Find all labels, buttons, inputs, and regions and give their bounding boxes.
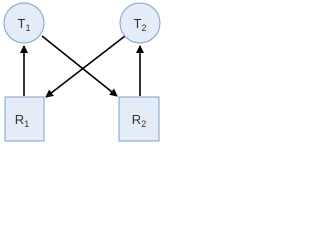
node-r2-label: R2 bbox=[132, 112, 146, 129]
edge-t1-to-r2 bbox=[41, 35, 118, 97]
node-t1-label-sub: 1 bbox=[25, 23, 30, 33]
node-t2-label-base: T bbox=[134, 16, 142, 31]
node-r1-rect bbox=[4, 96, 45, 142]
node-t2: T2 bbox=[119, 2, 161, 44]
node-t1-label-base: T bbox=[18, 16, 26, 31]
node-t1-label: T1 bbox=[18, 16, 31, 33]
node-r2-label-sub: 2 bbox=[141, 119, 146, 129]
node-r1-label: R1 bbox=[15, 112, 29, 129]
node-t2-label: T2 bbox=[134, 16, 147, 33]
resource-allocation-diagram: T1 T2 R1 R2 bbox=[3, 2, 161, 142]
edge-t2-to-r1 bbox=[45, 35, 126, 98]
node-t1: T1 bbox=[3, 2, 45, 44]
node-r1-label-sub: 1 bbox=[24, 119, 29, 129]
node-r2-rect bbox=[118, 96, 160, 142]
node-r1-label-base: R bbox=[15, 112, 24, 127]
node-r1: R1 bbox=[4, 96, 45, 142]
node-r2: R2 bbox=[118, 96, 160, 142]
node-t2-label-sub: 2 bbox=[141, 23, 146, 33]
node-t1-circle bbox=[3, 2, 45, 44]
node-t2-circle bbox=[119, 2, 161, 44]
node-r2-label-base: R bbox=[132, 112, 141, 127]
